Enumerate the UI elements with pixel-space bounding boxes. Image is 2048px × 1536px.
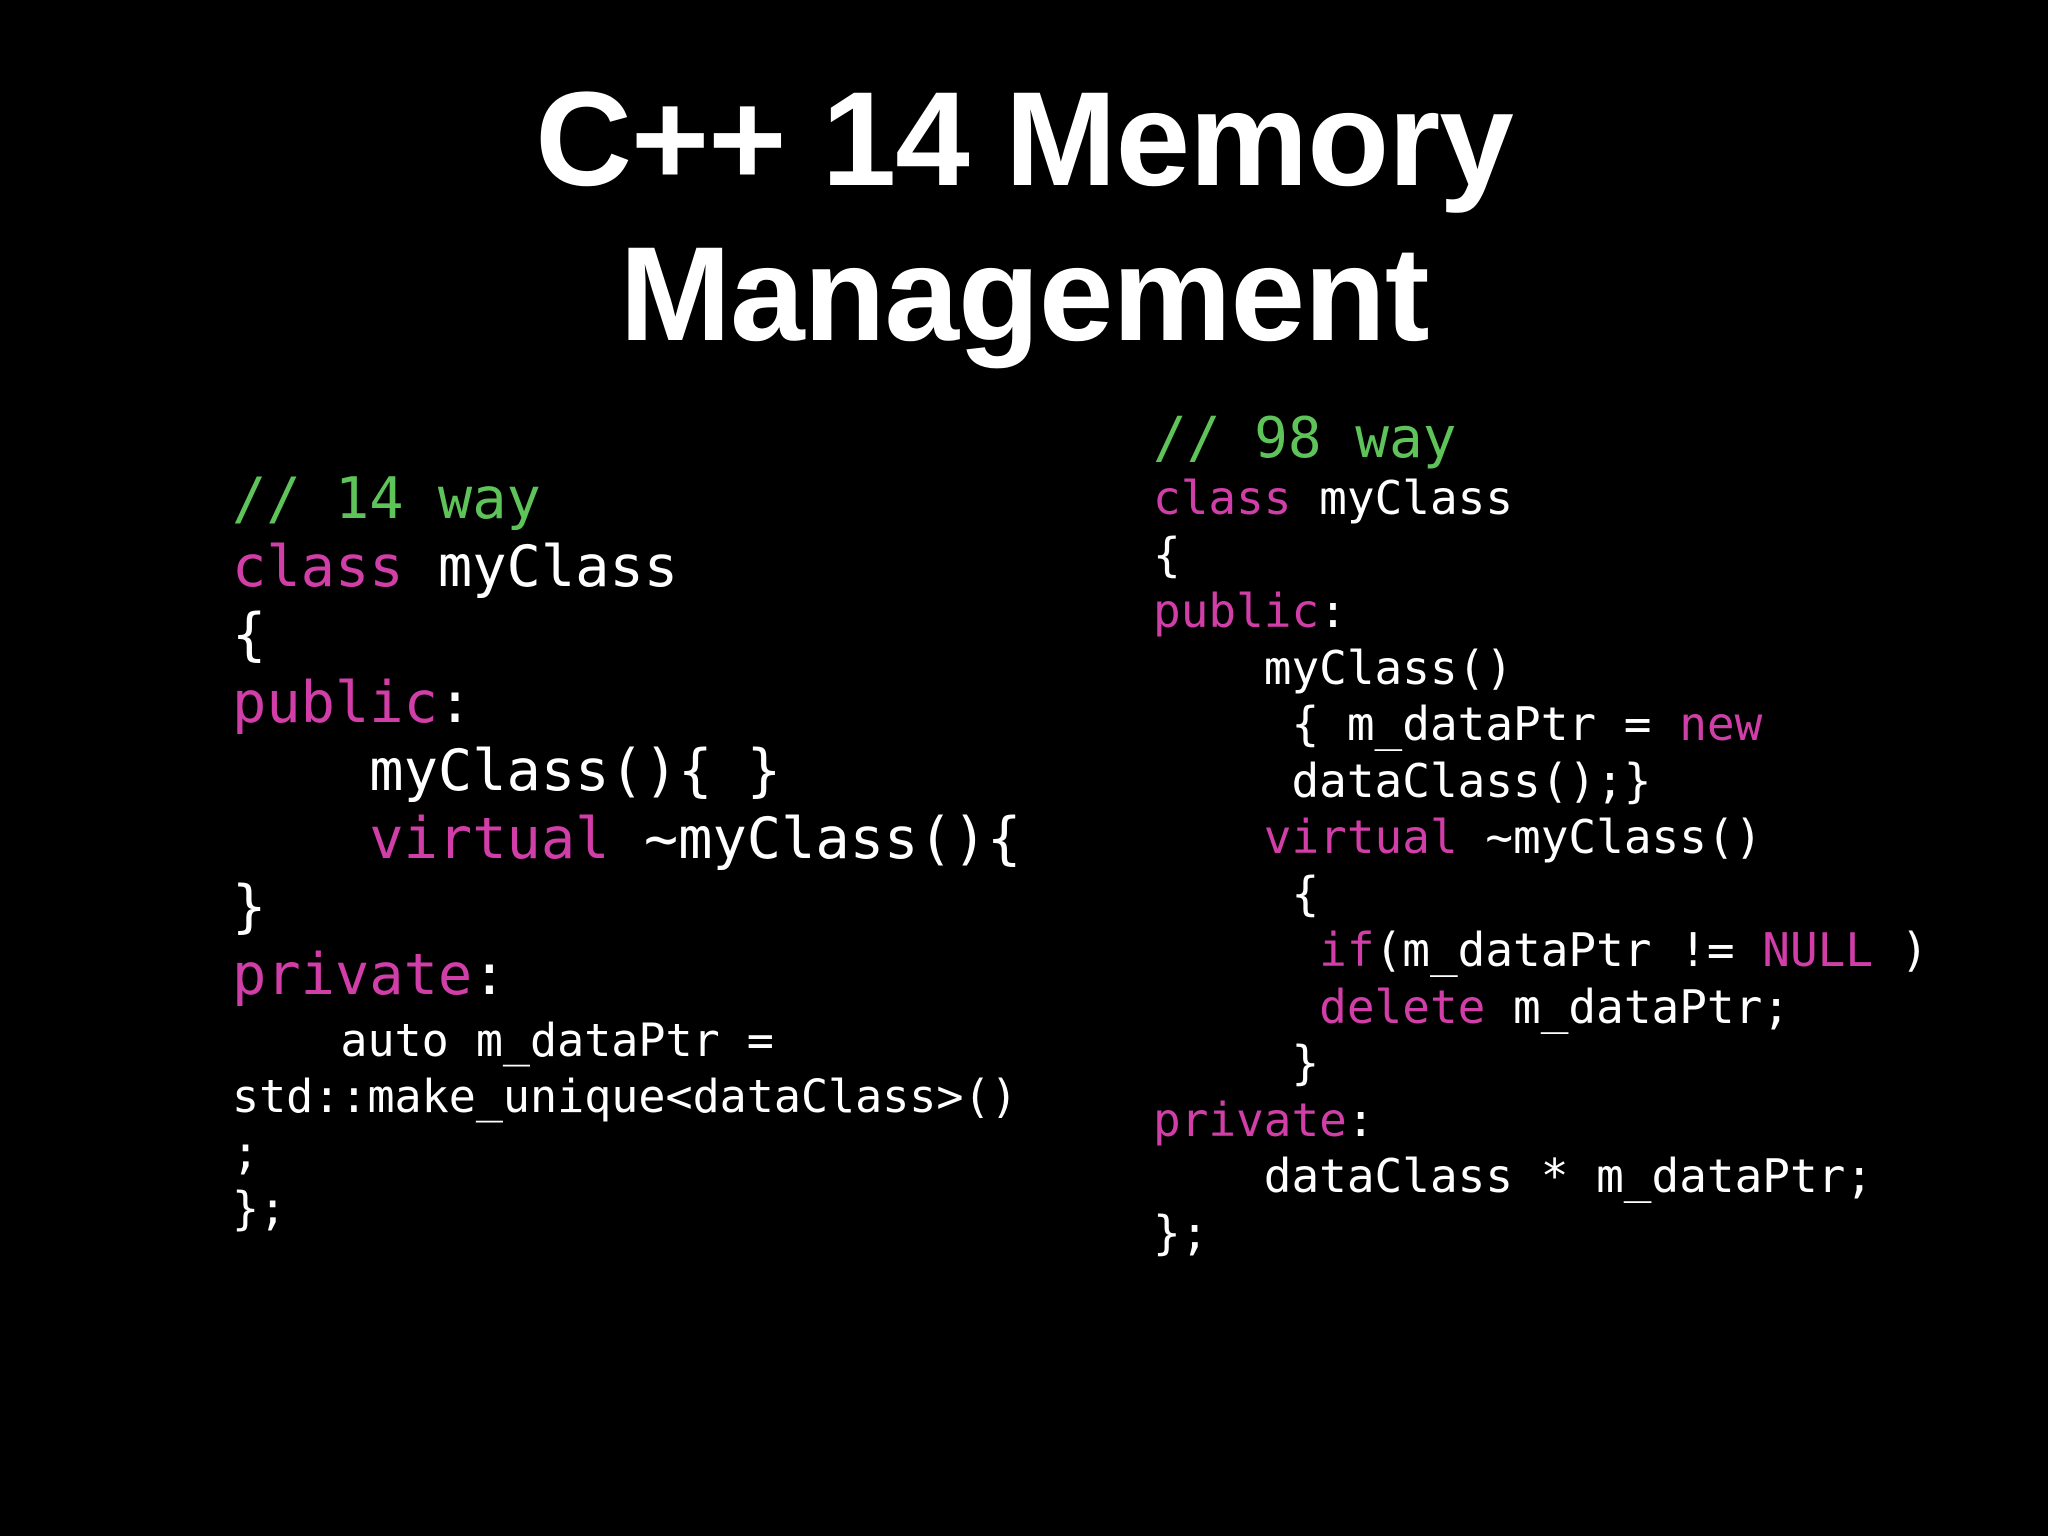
code14-line-2: class myClass <box>232 534 679 600</box>
code14-line-3: { <box>232 602 267 668</box>
slide-title-line-1: C++ 14 Memory <box>535 65 1514 214</box>
code98-line-15: }; <box>1153 1205 1209 1260</box>
code98-line-12: } <box>1153 1036 1320 1090</box>
code98-line-5: myClass() <box>1153 640 1514 695</box>
code98-line-9: { <box>1153 866 1320 921</box>
code14-line-11: ; <box>232 1126 260 1179</box>
code14-line-1: // 14 way <box>232 466 541 532</box>
code98-line-4: public: <box>1153 584 1347 638</box>
code14-line-12: }; <box>232 1182 287 1235</box>
code14-line-5: myClass(){ } <box>232 738 782 804</box>
code14-line-6: virtual ~myClass(){ <box>369 806 1022 872</box>
code14-line-4: public: <box>232 670 473 736</box>
code14-line-8: private: <box>232 942 507 1008</box>
code14-line-9: auto m_dataPtr = <box>232 1014 774 1067</box>
code14-line-10: std::make_unique<dataClass>() <box>232 1070 1018 1123</box>
code98-line-2: class myClass <box>1153 471 1514 525</box>
code98-line-1: // 98 way <box>1153 406 1457 471</box>
slide-title-line-2: Management <box>619 220 1429 369</box>
code98-line-3: { <box>1153 527 1181 582</box>
code98-line-8: virtual ~myClass() <box>1263 810 1763 864</box>
code98-line-14: dataClass * m_dataPtr; <box>1153 1149 1874 1203</box>
code98-line-11: delete m_dataPtr; <box>1319 979 1790 1034</box>
code14-line-7: } <box>232 874 267 940</box>
code98-line-10: if(m_dataPtr != NULL ) <box>1319 923 1929 977</box>
code98-line-7: dataClass();} <box>1153 753 1652 808</box>
slide-title: C++ 14 Memory Management <box>0 62 2048 372</box>
code98-line-6: { m_dataPtr = new <box>1153 697 1763 751</box>
code98-line-13: private: <box>1153 1092 1375 1147</box>
